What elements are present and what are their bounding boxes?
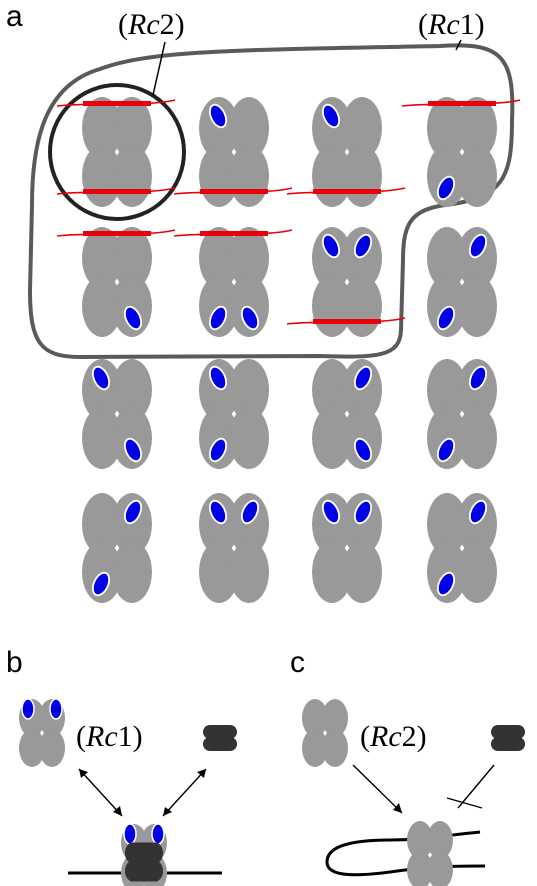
methyl-mark bbox=[321, 233, 341, 259]
methyl-mark bbox=[123, 305, 143, 331]
region-rc2-outline bbox=[48, 83, 186, 221]
methyl-mark bbox=[436, 305, 456, 331]
methyl-mark bbox=[321, 103, 341, 129]
dna-contact bbox=[83, 101, 151, 106]
nucleosome bbox=[199, 493, 269, 603]
methyl-mark bbox=[436, 571, 456, 597]
reader-complex-c bbox=[491, 725, 525, 751]
methyl-mark bbox=[151, 823, 165, 845]
methyl-mark bbox=[321, 499, 341, 525]
methyl-mark bbox=[49, 698, 63, 720]
region-rc1-outline bbox=[27, 43, 515, 360]
methyl-mark bbox=[468, 499, 488, 525]
panel-c: (Rc2) bbox=[302, 699, 525, 886]
nucleosome bbox=[56, 227, 176, 337]
panel-letter-b: b bbox=[6, 646, 23, 679]
region-label-rc2-c: (Rc2) bbox=[360, 720, 427, 753]
reader-complex bbox=[203, 725, 237, 751]
region-label-rc1: (Rc1) bbox=[418, 8, 485, 41]
nucleosome bbox=[173, 227, 293, 337]
methyl-mark bbox=[468, 233, 488, 259]
nucleosome bbox=[427, 359, 497, 469]
panel-letter-c: c bbox=[290, 646, 305, 679]
dna-contact bbox=[313, 189, 381, 194]
methyl-mark bbox=[353, 365, 373, 391]
dna-contact bbox=[83, 189, 151, 194]
methyl-mark bbox=[208, 103, 228, 129]
bound-nucleosome bbox=[121, 823, 167, 886]
methyl-mark bbox=[208, 305, 228, 331]
arrow-left-b bbox=[78, 768, 123, 817]
nucleosome-with-marks bbox=[19, 698, 65, 767]
methyl-mark bbox=[353, 499, 373, 525]
methyl-mark bbox=[21, 698, 35, 720]
nucleosome bbox=[312, 359, 382, 469]
methyl-mark bbox=[123, 823, 137, 845]
methyl-mark bbox=[208, 365, 228, 391]
methyl-mark bbox=[91, 365, 111, 391]
methyl-mark bbox=[353, 233, 373, 259]
methyl-mark bbox=[91, 571, 111, 597]
dna-contact bbox=[428, 101, 496, 106]
dna-contact bbox=[83, 231, 151, 236]
methyl-mark bbox=[208, 437, 228, 463]
dna-contact bbox=[313, 319, 381, 324]
nucleosome bbox=[199, 359, 269, 469]
nucleosome bbox=[56, 97, 176, 207]
methyl-mark bbox=[240, 305, 260, 331]
nucleosome bbox=[427, 227, 497, 337]
methyl-mark bbox=[208, 499, 228, 525]
arrow-right-b bbox=[162, 768, 207, 817]
bound-complex bbox=[124, 842, 164, 882]
methyl-mark bbox=[123, 499, 143, 525]
methyl-mark bbox=[436, 437, 456, 463]
methyl-mark bbox=[468, 365, 488, 391]
nucleosome-unmarked bbox=[302, 699, 348, 767]
loop-nucleosome bbox=[407, 821, 453, 886]
dna-contact bbox=[200, 231, 268, 236]
dna-loop-c bbox=[325, 830, 486, 877]
nucleosome bbox=[173, 97, 293, 207]
methyl-mark bbox=[436, 175, 456, 201]
methyl-mark bbox=[353, 437, 373, 463]
blocked-line-c bbox=[457, 764, 495, 809]
region-label-rc1-b: (Rc1) bbox=[76, 720, 143, 753]
panel-letter-a: a bbox=[6, 0, 23, 33]
methyl-mark bbox=[240, 499, 260, 525]
nucleosome bbox=[82, 359, 152, 469]
panel-b: (Rc1) bbox=[19, 698, 237, 886]
label-pointer-rc1 bbox=[455, 39, 462, 51]
block-mark-c bbox=[446, 797, 483, 809]
methyl-mark bbox=[123, 437, 143, 463]
nucleosome bbox=[286, 97, 406, 207]
arrow-c bbox=[352, 764, 403, 814]
nucleosome bbox=[82, 493, 152, 603]
nucleosome-grid bbox=[56, 97, 521, 603]
label-pointer-rc2 bbox=[152, 41, 166, 96]
nucleosome bbox=[427, 493, 497, 603]
nucleosome bbox=[286, 227, 406, 337]
nucleosome bbox=[401, 97, 521, 207]
nucleosome bbox=[312, 493, 382, 603]
region-label-rc2: (Rc2) bbox=[118, 8, 185, 41]
dna-contact bbox=[200, 189, 268, 194]
